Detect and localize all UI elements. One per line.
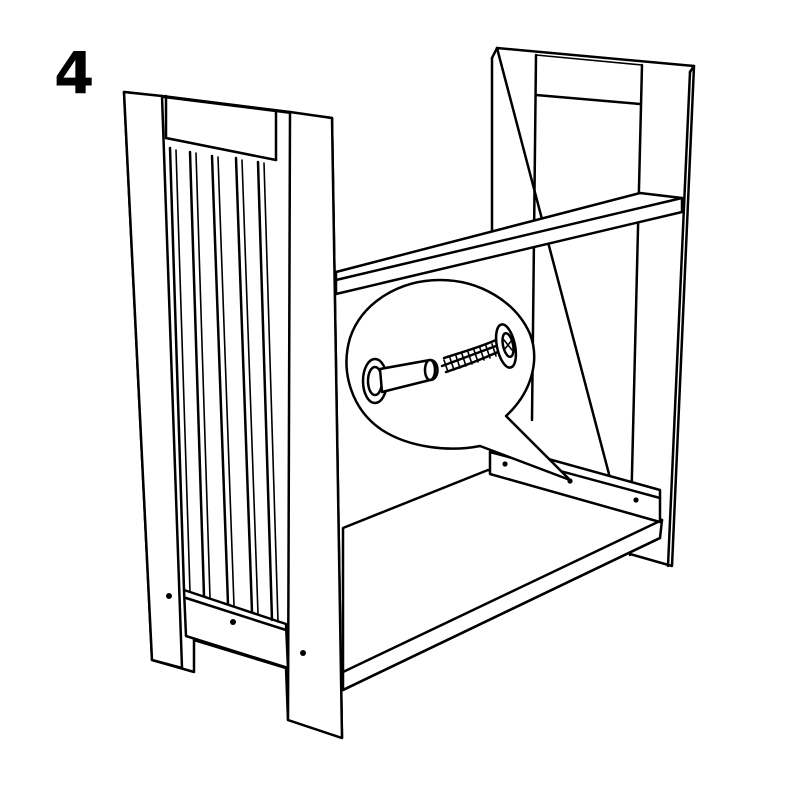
screw bbox=[442, 323, 519, 372]
screw-hole bbox=[633, 497, 639, 503]
screw-hole bbox=[300, 650, 306, 656]
left-side-panel bbox=[124, 92, 342, 738]
step-number: 4 bbox=[54, 39, 95, 107]
bottom-shelf bbox=[343, 470, 662, 690]
barrel-nut bbox=[363, 359, 438, 403]
screw-hole bbox=[502, 461, 508, 467]
screw-hole bbox=[166, 593, 172, 599]
detail-callout bbox=[347, 280, 570, 480]
screw-hole bbox=[230, 619, 236, 625]
